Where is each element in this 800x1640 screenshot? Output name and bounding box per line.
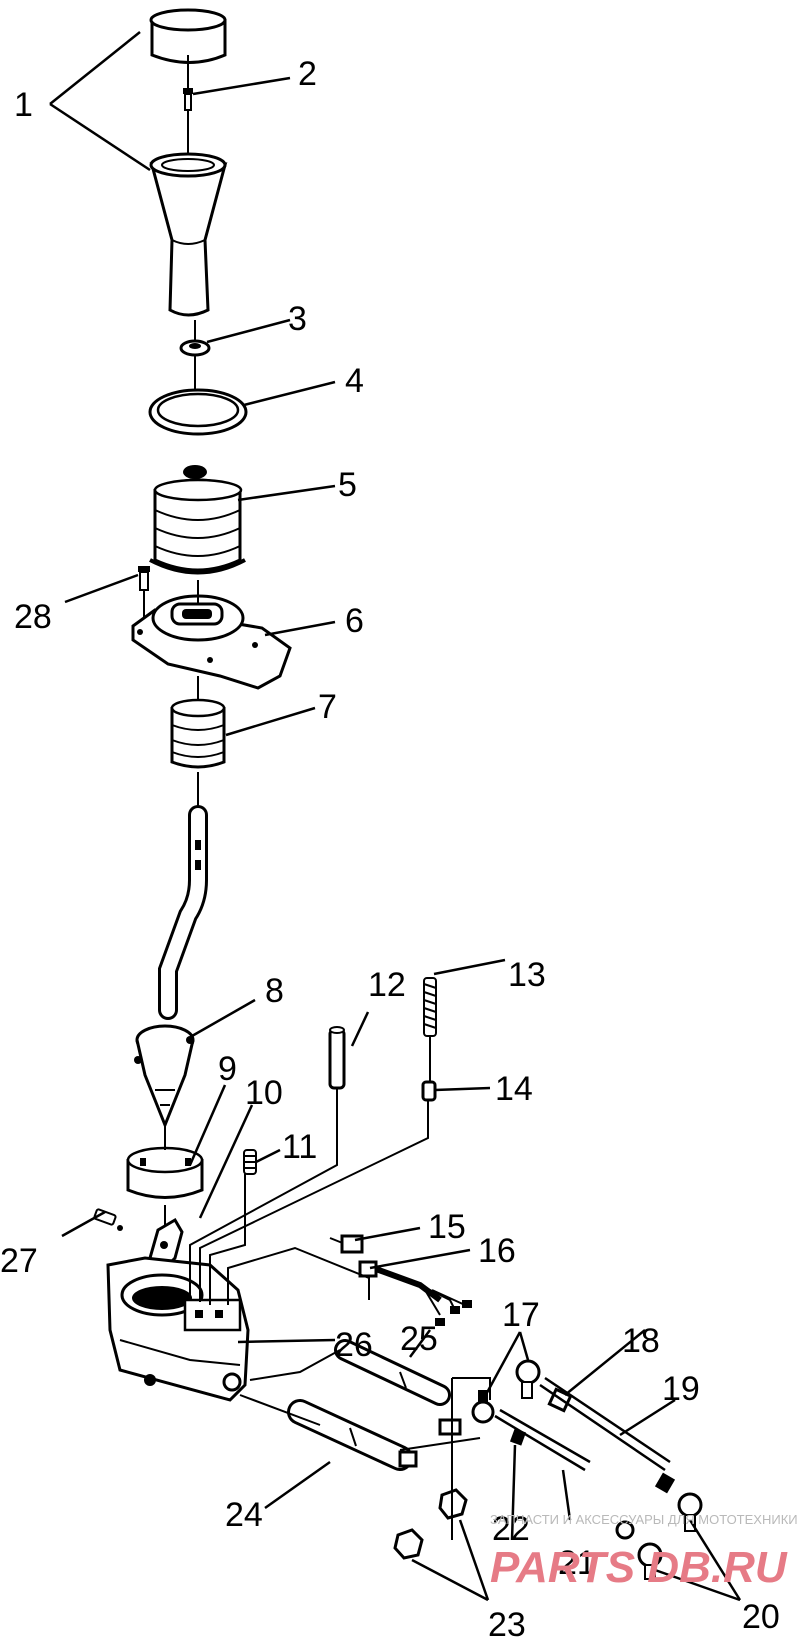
label-5: 5 (338, 466, 357, 504)
label-27: 27 (0, 1242, 38, 1280)
label-4: 4 (345, 362, 364, 400)
label-13: 13 (508, 956, 546, 994)
part-25-rod (334, 1339, 451, 1406)
label-14: 14 (495, 1070, 533, 1108)
part-12-pin (328, 1026, 346, 1090)
part-27-pin (93, 1208, 123, 1231)
watermark-tagline: ЗАПЧАСТИ И АКСЕССУАРЫ ДЛЯ МОТОТЕХНИКИ (490, 1512, 798, 1527)
part-2-screw (183, 88, 193, 155)
part-4-ring (148, 388, 248, 436)
part-1-knob-cap (149, 8, 227, 64)
label-1: 1 (14, 86, 33, 124)
label-12: 12 (368, 966, 406, 1004)
label-16: 16 (478, 1232, 516, 1270)
part-5-boot (149, 465, 246, 575)
part-7-bushing (170, 698, 226, 769)
label-6: 6 (345, 602, 364, 640)
watermark-logo: PARTS DB.RU (490, 1543, 788, 1592)
label-24: 24 (225, 1496, 263, 1534)
label-8: 8 (265, 972, 284, 1010)
label-25: 25 (400, 1320, 438, 1358)
label-2: 2 (298, 55, 317, 93)
part-16-wire-harness (358, 1260, 472, 1326)
part-23-nuts (393, 1488, 468, 1560)
part-19-tie-rod (539, 1376, 676, 1494)
part-26-housing (106, 1256, 250, 1402)
part-8-shift-lever (134, 772, 208, 1130)
label-17: 17 (502, 1296, 540, 1334)
label-28: 28 (14, 598, 52, 636)
part-15-switch (329, 1234, 364, 1254)
label-15: 15 (428, 1208, 466, 1246)
label-11: 11 (282, 1128, 317, 1166)
part-3-washer (179, 339, 211, 357)
part-9-collar (126, 1146, 204, 1199)
label-21: 21 (558, 1544, 596, 1582)
part-24-rod (287, 1399, 418, 1471)
part-11-spring (243, 1149, 257, 1175)
part-20-rod-end (615, 1492, 703, 1580)
label-18: 18 (622, 1322, 660, 1360)
label-26: 26 (335, 1326, 373, 1364)
label-3: 3 (288, 300, 307, 338)
part-1-knob-grip (149, 152, 228, 317)
watermark: ЗАПЧАСТИ И АКСЕССУАРЫ ДЛЯ МОТОТЕХНИКИ PA… (490, 1512, 798, 1592)
label-20: 20 (742, 1598, 780, 1636)
label-22: 22 (492, 1510, 530, 1548)
assembly-lines (164, 55, 491, 1540)
label-23: 23 (488, 1606, 526, 1640)
part-6-housing-plate (131, 594, 292, 690)
part-14-plunger (421, 1080, 437, 1102)
part-21-rod (494, 1408, 591, 1472)
part-13-spring (423, 977, 437, 1037)
part-17-rod-end (471, 1359, 541, 1424)
label-10: 10 (245, 1074, 283, 1112)
callout-labels: 1 2 3 4 5 6 7 8 9 10 11 12 13 14 15 16 1… (0, 55, 780, 1640)
label-19: 19 (662, 1370, 700, 1408)
label-9: 9 (218, 1050, 237, 1088)
label-7: 7 (318, 688, 337, 726)
